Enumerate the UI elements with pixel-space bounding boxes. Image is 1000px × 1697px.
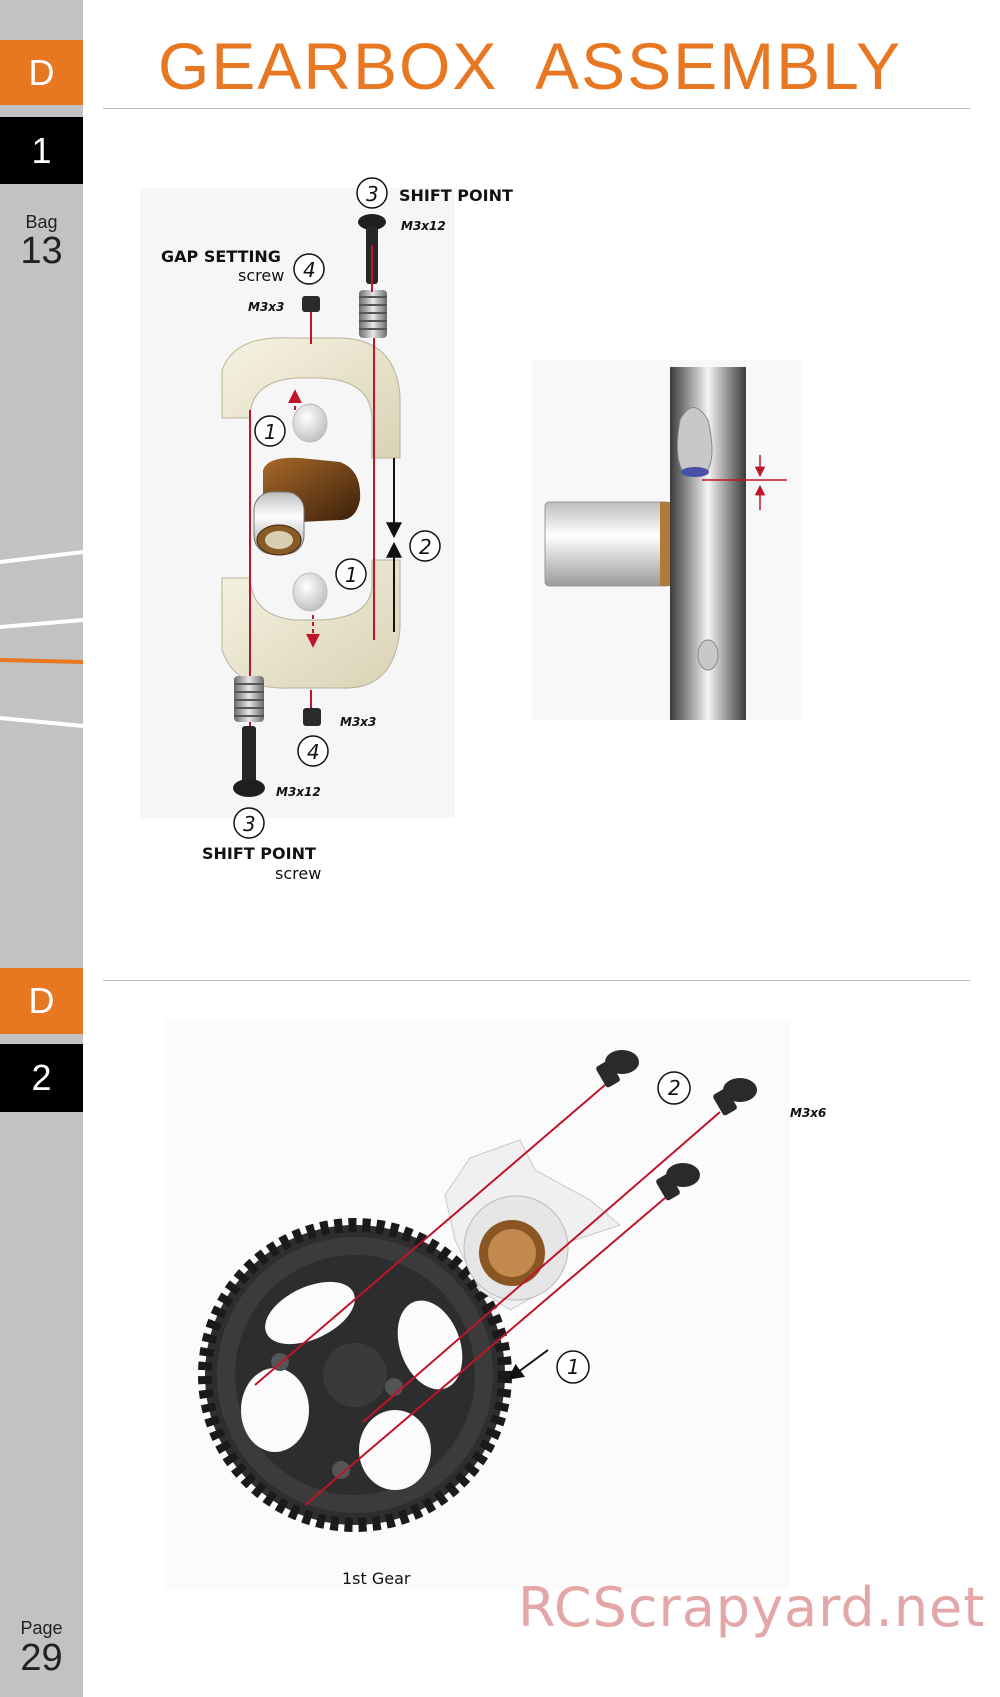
callout-1-bottom: 1 [345, 563, 358, 587]
callout-3-top: 3 [366, 182, 379, 206]
bottom-shift-screw [233, 726, 265, 797]
hub-screws [596, 1050, 757, 1201]
callout-1-top: 1 [264, 420, 277, 444]
top-setscrew-size: M3x3 [248, 300, 285, 314]
sidebar-stripes [0, 550, 83, 728]
step-tab-2: 2 [0, 1044, 83, 1112]
gap-setting-sub: screw [238, 266, 285, 285]
step-tab-1: 1 [0, 117, 83, 184]
first-gear [198, 1218, 512, 1532]
page-title: GEARBOX ASSEMBLY [157, 29, 903, 103]
bottom-spring [234, 676, 264, 722]
sidebar [0, 0, 83, 1697]
top-spring [359, 290, 387, 338]
page-number: 29 [20, 1637, 63, 1679]
gap-setting-label: GAP SETTING [161, 247, 281, 266]
callout-1-gear: 1 [567, 1355, 580, 1379]
bottom-setscrew-size: M3x3 [340, 715, 377, 729]
callout-3-bottom: 3 [243, 812, 256, 836]
step-divider [103, 980, 970, 981]
section-tab-d: D [0, 40, 83, 105]
top-setscrew [302, 296, 320, 312]
callout-2-gap: 2 [419, 535, 432, 559]
bottom-setscrew [303, 708, 321, 726]
page-indicator: Page 29 [0, 1618, 83, 1678]
section-tab-d-2: D [0, 968, 83, 1034]
gear-hub [444, 1139, 622, 1311]
bag-indicator: Bag 13 [0, 212, 83, 270]
callout-2-screws: 2 [668, 1076, 681, 1100]
callout-4-bottom: 4 [307, 740, 320, 764]
callout-4-top: 4 [303, 258, 316, 282]
watermark: RCScrapyard.net [518, 1576, 986, 1639]
bag-number: 13 [20, 230, 63, 272]
top-screw-size: M3x12 [401, 219, 446, 233]
bag-label: Bag [25, 212, 58, 232]
hub-screw-size: M3x6 [790, 1106, 827, 1120]
header-divider [103, 108, 970, 109]
bottom-shift-point-label: SHIFT POINT [202, 844, 316, 863]
gear-caption: 1st Gear [342, 1569, 411, 1588]
page-label: Page [20, 1618, 63, 1638]
bottom-screw-size: M3x12 [276, 785, 321, 799]
bottom-shift-point-sub: screw [275, 864, 322, 883]
top-shift-point-label: SHIFT POINT [399, 186, 513, 205]
